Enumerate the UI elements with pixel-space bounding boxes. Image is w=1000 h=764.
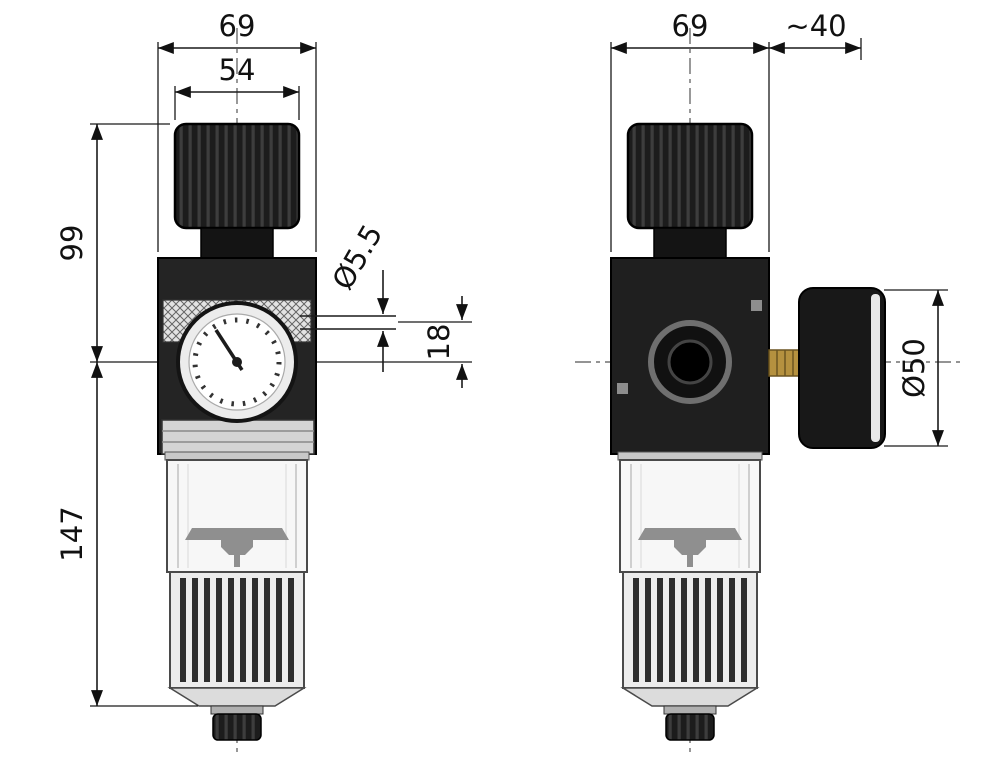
front-bowl-ring [161, 419, 315, 455]
front-dim-body-width-label: 69 [219, 9, 256, 43]
side-dim-gauge-diameter-label: Ø50 [897, 338, 931, 398]
side-dim-body-width-label: 69 [672, 9, 709, 43]
gauge-housing-side [798, 287, 886, 449]
front-dim-hole-offset-label: 18 [422, 324, 456, 361]
gauge-dial-rim [871, 294, 880, 442]
side-adjustment-knob [626, 122, 754, 266]
side-gauge-assembly [768, 287, 886, 449]
side-filter-bowl [617, 451, 763, 741]
gauge-needle-hub [232, 357, 242, 367]
front-filter-bowl [164, 451, 310, 741]
side-dim-gauge-offset-label: ~40 [785, 9, 846, 43]
side-dim-gauge-diameter: Ø50 [884, 289, 948, 447]
side-body-mark-left [617, 383, 628, 394]
front-adjustment-knob [173, 122, 301, 266]
front-dim-body-width: 69 [157, 9, 317, 252]
front-dim-lower-height-label: 147 [55, 506, 89, 561]
front-dim-upper-height-label: 99 [55, 225, 89, 262]
front-dim-lower-height: 147 [55, 362, 198, 707]
side-dim-gauge-offset: ~40 [769, 9, 862, 60]
pressure-gauge-front [176, 301, 298, 423]
front-view [90, 28, 472, 752]
side-port-thread [667, 339, 713, 385]
front-dim-hole-offset: 18 [398, 296, 472, 388]
front-dim-hole-diameter: Ø5.5 [325, 219, 389, 372]
gauge-tick-marks [192, 317, 282, 407]
front-dim-upper-height: 99 [55, 123, 170, 362]
gauge-brass-fitting [768, 349, 800, 377]
front-dim-knob-width-label: 54 [219, 53, 256, 87]
side-body-mark-right [751, 300, 762, 311]
front-dim-hole-diameter-label: Ø5.5 [325, 219, 389, 296]
side-view [575, 28, 962, 752]
front-dim-knob-width: 54 [174, 53, 300, 120]
side-dim-body-width: 69 [610, 9, 770, 252]
